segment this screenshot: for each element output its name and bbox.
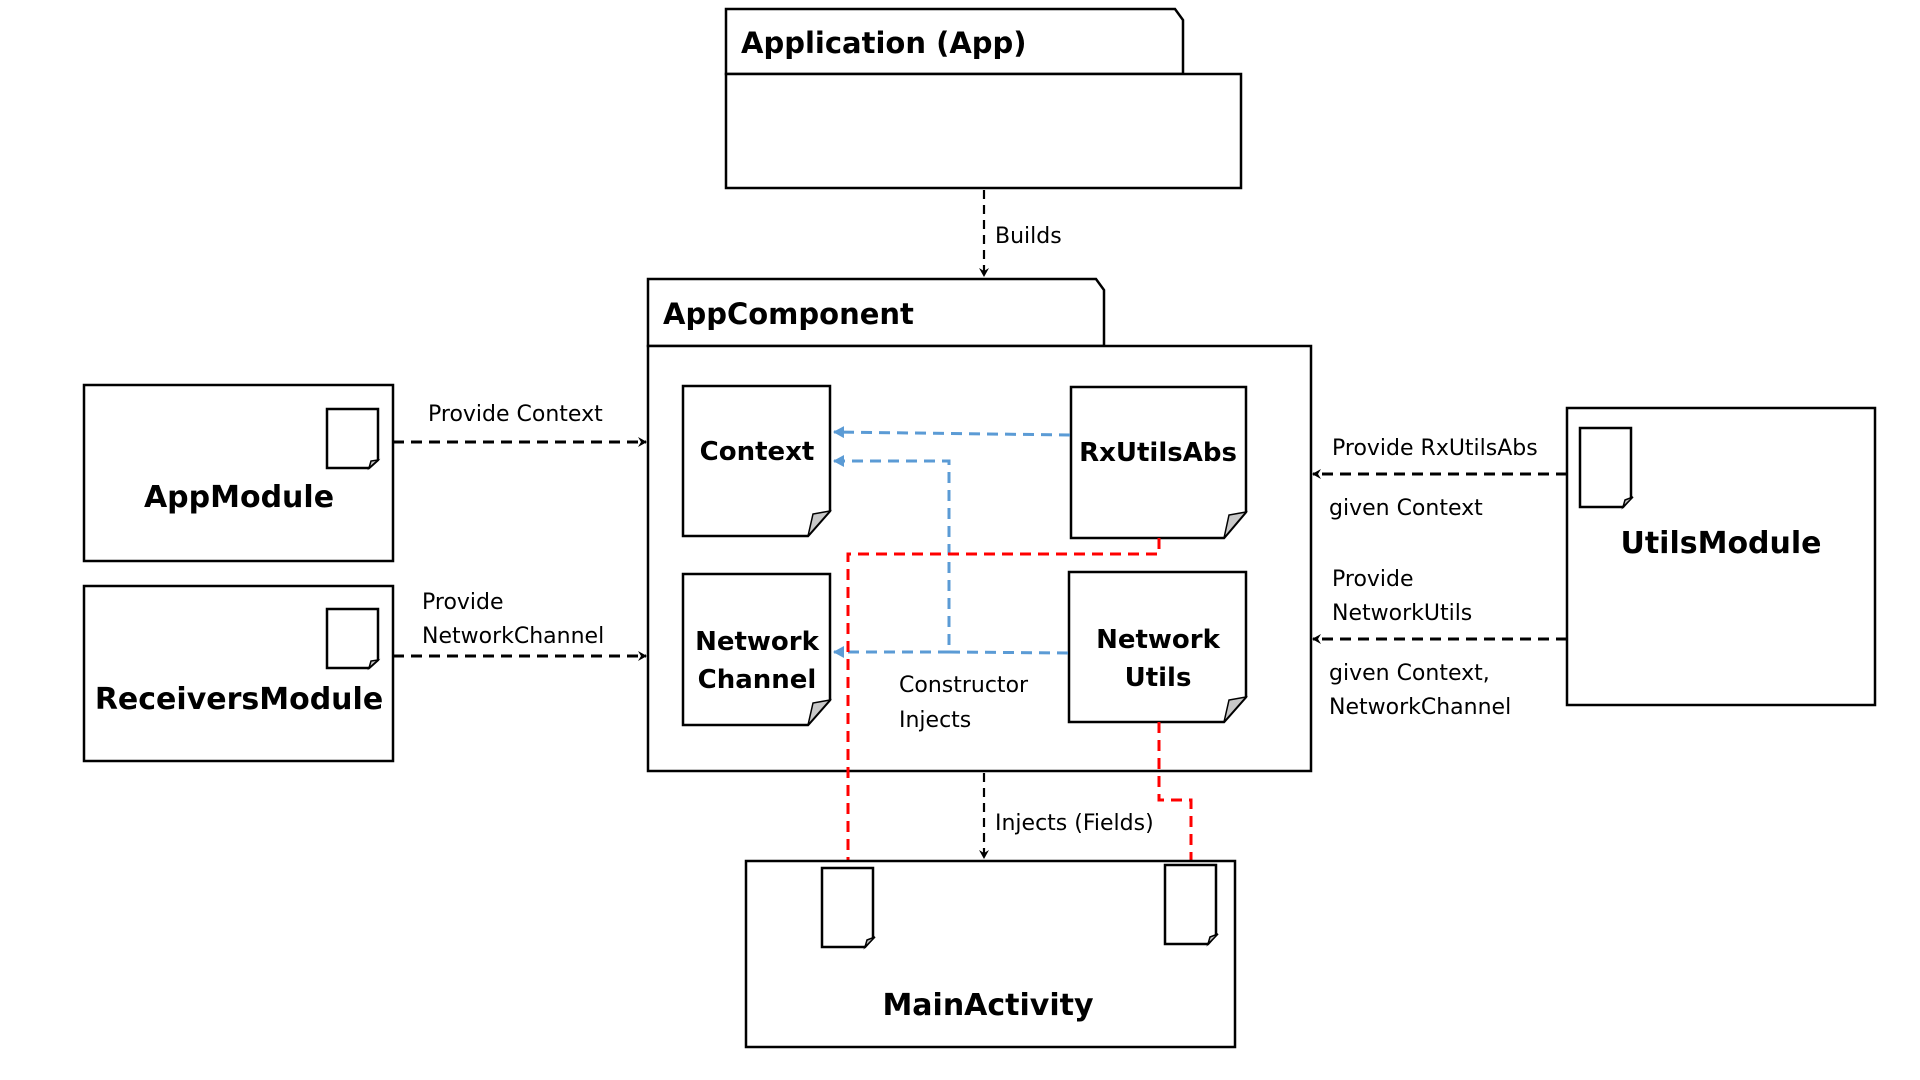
page-fold-icon	[807, 698, 832, 726]
document-icon	[325, 407, 380, 470]
provide-rx-utils-abs-edge: Provide RxUtilsAbs given Context	[1312, 436, 1567, 521]
utils-module[interactable]: UtilsModule	[1565, 406, 1877, 707]
constructor-injects-label-line2: Injects	[899, 708, 971, 733]
rx-to-main-activity-arrow	[841, 538, 1161, 879]
document-icon	[1163, 863, 1218, 946]
provide-network-utils-edge: Provide NetworkUtils given Context, Netw…	[1312, 567, 1567, 720]
network-utils-to-main-activity-arrow	[1157, 722, 1198, 876]
network-utils-title-line2: Utils	[1125, 663, 1192, 693]
constructor-injects-label-line1: Constructor	[899, 673, 1029, 698]
page-fold-icon	[367, 658, 381, 671]
provide-context-label: Provide Context	[428, 402, 603, 427]
main-activity[interactable]: MainActivity	[744, 859, 1237, 1049]
page-fold-icon	[1621, 496, 1634, 510]
app-component-title: AppComponent	[663, 297, 914, 331]
rx-utils-abs-doc[interactable]: RxUtilsAbs	[1069, 385, 1248, 540]
injects-fields-edge: Injects (Fields)	[979, 773, 1154, 859]
injects-fields-label: Injects (Fields)	[995, 811, 1154, 836]
provide-network-channel-edge: Provide NetworkChannel	[393, 590, 647, 661]
app-module-title: AppModule	[144, 480, 334, 515]
page-fold-icon	[1223, 695, 1248, 723]
application-package[interactable]: Application (App)	[724, 7, 1243, 190]
network-utils-title-line1: Network	[1096, 625, 1221, 655]
document-icon	[325, 607, 380, 670]
app-component-tab	[646, 277, 1106, 348]
receivers-module-title: ReceiversModule	[95, 682, 383, 717]
page-fold-icon	[807, 509, 832, 537]
network-utils-to-context-arrow	[833, 455, 1069, 655]
document-icon	[820, 866, 875, 949]
given-context-label: given Context	[1329, 496, 1483, 521]
application-package-body	[724, 72, 1243, 190]
field-inject-edges	[841, 538, 1198, 879]
provide-network-utils-label-line1: Provide	[1332, 567, 1414, 592]
network-channel-doc[interactable]: Network Channel	[681, 572, 832, 727]
app-module[interactable]: AppModule	[82, 383, 395, 563]
provide-network-channel-label-line2: NetworkChannel	[422, 624, 604, 649]
page-fold-icon	[863, 936, 876, 950]
document-icon	[1578, 426, 1633, 509]
page-fold-icon	[1206, 933, 1219, 947]
utils-module-title: UtilsModule	[1620, 526, 1821, 561]
context-title: Context	[700, 437, 815, 467]
rx-utils-abs-title: RxUtilsAbs	[1079, 438, 1237, 468]
constructor-inject-edges: Constructor Injects	[833, 426, 1071, 733]
provide-rx-utils-abs-label: Provide RxUtilsAbs	[1332, 436, 1538, 461]
page-fold-icon	[367, 458, 381, 471]
main-activity-title: MainActivity	[882, 988, 1094, 1023]
given-context-network-channel-label-line2: NetworkChannel	[1329, 695, 1511, 720]
network-channel-title-line2: Channel	[698, 665, 817, 695]
provide-network-channel-label-line1: Provide	[422, 590, 504, 615]
given-context-network-channel-label-line1: given Context,	[1329, 661, 1490, 686]
page-fold-icon	[1223, 510, 1248, 539]
builds-edge: Builds	[979, 190, 1062, 277]
rx-to-context-arrow	[833, 426, 1071, 439]
application-title: Application (App)	[741, 26, 1027, 60]
provide-context-edge: Provide Context	[393, 402, 647, 447]
receivers-module[interactable]: ReceiversModule	[82, 584, 395, 763]
builds-label: Builds	[995, 224, 1062, 249]
network-utils-doc[interactable]: Network Utils	[1067, 570, 1248, 724]
provide-network-utils-label-line2: NetworkUtils	[1332, 601, 1472, 626]
application-package-tab	[724, 7, 1185, 76]
network-channel-title-line1: Network	[695, 627, 820, 657]
context-doc[interactable]: Context	[681, 384, 832, 538]
